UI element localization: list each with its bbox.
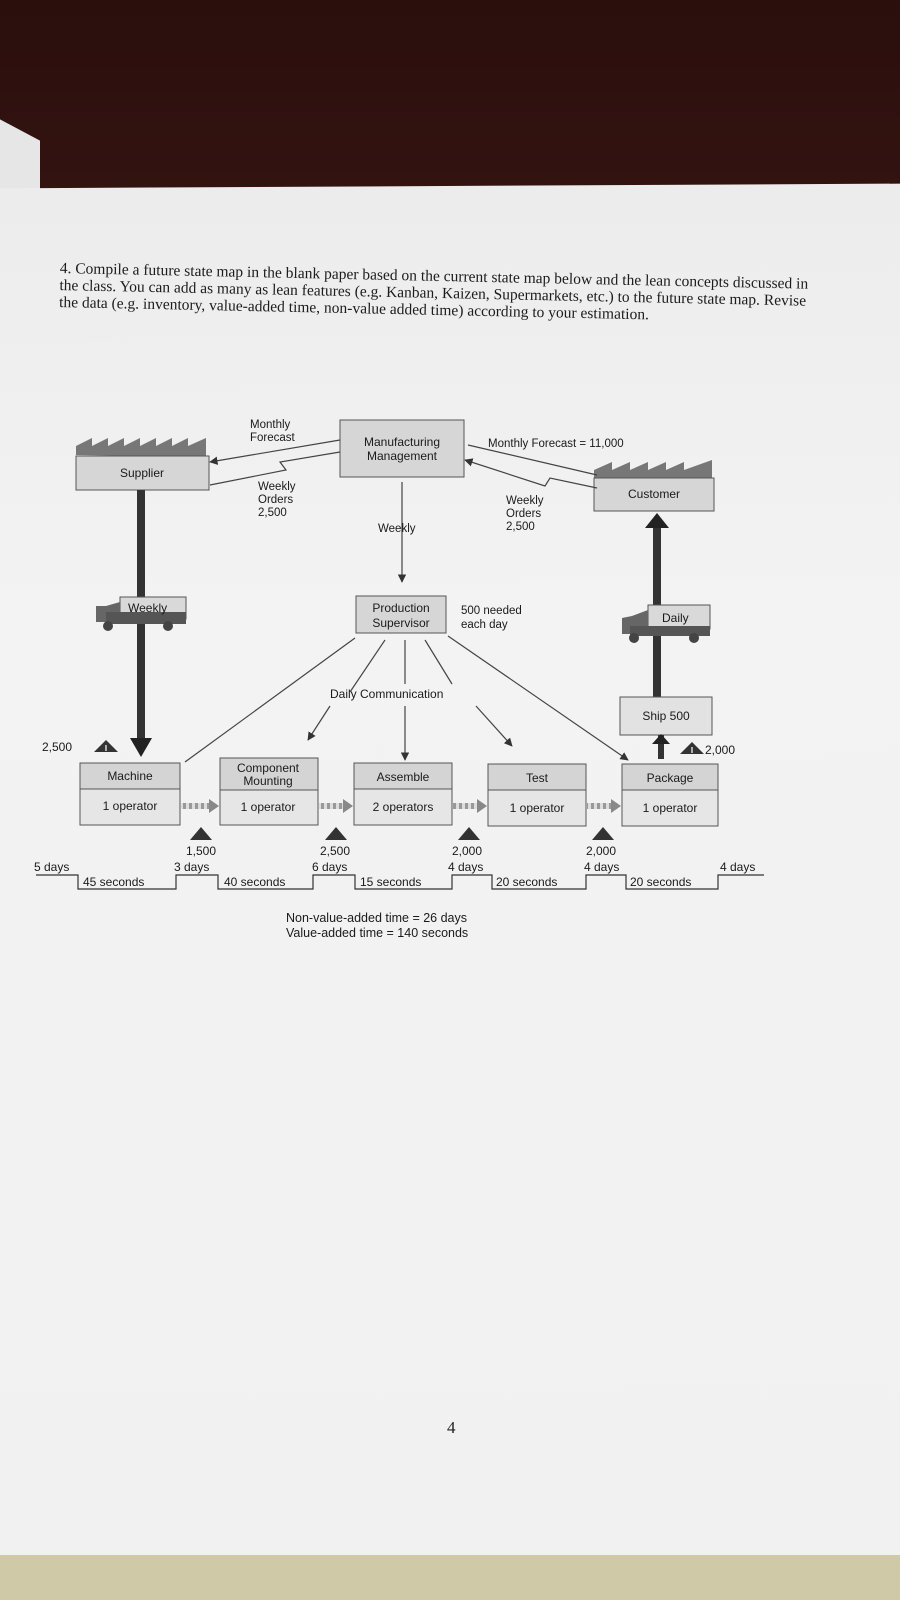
process-component-mounting: Component Mounting 1 operator <box>219 757 319 826</box>
process-name: Machine <box>107 769 153 783</box>
timeline-seconds-4: 20 seconds <box>496 875 557 889</box>
ship-arrow-head <box>652 734 670 744</box>
monthly-forecast-left-2: Forecast <box>250 432 296 444</box>
wip-inventory-3: 2,000 <box>452 844 482 858</box>
customer-label: Customer <box>628 487 680 501</box>
page-number: 4 <box>447 1418 456 1437</box>
process-name: Package <box>647 771 694 785</box>
process-operators: 1 operator <box>241 800 296 814</box>
information-flows <box>209 439 598 583</box>
svg-text:I: I <box>105 744 107 753</box>
process-name: Assemble <box>377 770 430 784</box>
process-machine: Machine 1 operator <box>79 762 181 826</box>
weekly-orders-right-3: 2,500 <box>506 521 535 533</box>
process-name: Component <box>237 761 300 775</box>
truck-icon-supplier <box>96 596 187 631</box>
weekly-orders-left-1: Weekly <box>258 481 296 493</box>
timeline-days-6: 4 days <box>720 860 755 874</box>
finished-inventory-label: 2,000 <box>705 743 735 757</box>
weekly-orders-left-2: Orders <box>258 494 293 506</box>
raw-inventory-label: 2,500 <box>42 740 72 754</box>
supervisor-label-1: Production <box>372 601 429 615</box>
timeline-seconds-2: 40 seconds <box>224 875 285 889</box>
push-arrows <box>181 799 621 813</box>
finished-inventory-triangle: I <box>680 742 704 755</box>
weekly-orders-right-1: Weekly <box>506 495 544 507</box>
weekly-schedule-label: Weekly <box>378 523 416 535</box>
process-name: Test <box>526 771 549 785</box>
timeline-days-4: 4 days <box>448 860 483 874</box>
process-operators: 1 operator <box>643 801 698 815</box>
needed-label-2: each day <box>461 619 508 631</box>
ship-box <box>619 696 713 736</box>
supervisor-box: Production Supervisor <box>355 595 447 634</box>
truck-icon-customer <box>622 604 711 643</box>
monthly-forecast-right: Monthly Forecast = 11,000 <box>488 438 624 450</box>
timeline-seconds-1: 45 seconds <box>83 875 144 889</box>
raw-inventory-triangle: I <box>94 740 118 753</box>
daily-communication-label: Daily Communication <box>330 687 443 701</box>
management-box: Manufacturing Management <box>339 419 465 478</box>
timeline-days-5: 4 days <box>584 860 619 874</box>
wip-inventory-1: 1,500 <box>186 844 216 858</box>
process-operators: 1 operator <box>103 799 158 813</box>
process-name-2: Mounting <box>243 774 292 788</box>
svg-text:I: I <box>691 746 693 755</box>
management-label-1: Manufacturing <box>364 435 440 449</box>
weekly-orders-right-2: Orders <box>506 508 541 520</box>
table-edge <box>0 1555 900 1600</box>
truck-customer-label: Daily <box>662 611 689 625</box>
management-label-2: Management <box>367 449 438 463</box>
wip-inventory-2: 2,500 <box>320 844 350 858</box>
timeline-seconds-5: 20 seconds <box>630 875 691 889</box>
timeline-days-2: 3 days <box>174 860 209 874</box>
wip-inventory-4: 2,000 <box>586 844 616 858</box>
supplier-factory: Supplier <box>75 438 210 491</box>
needed-label-1: 500 needed <box>461 605 522 617</box>
timeline-days-1: 5 days <box>34 860 69 874</box>
timeline-days-3: 6 days <box>312 860 347 874</box>
process-test: Test 1 operator <box>487 763 587 827</box>
customer-factory: Customer <box>593 460 715 512</box>
weekly-orders-left-3: 2,500 <box>258 507 287 519</box>
timeline-seconds-3: 15 seconds <box>360 875 421 889</box>
supervisor-label-2: Supervisor <box>372 616 429 630</box>
daily-communication-lines <box>184 635 629 763</box>
summary-non-value-added: Non-value-added time = 26 days <box>286 911 467 925</box>
truck-supplier-label: Weekly <box>128 601 167 615</box>
process-operators: 1 operator <box>510 801 565 815</box>
process-assemble: Assemble 2 operators <box>353 762 453 826</box>
timeline-line <box>36 874 764 890</box>
supplier-label: Supplier <box>120 466 164 480</box>
wip-inventory-triangles <box>190 827 614 840</box>
process-operators: 2 operators <box>373 800 434 814</box>
ship-label: Ship 500 <box>642 709 690 723</box>
process-package: Package 1 operator <box>621 763 719 827</box>
ship-arrow-shaft <box>658 735 664 759</box>
monthly-forecast-left-1: Monthly <box>250 419 291 431</box>
summary-value-added: Value-added time = 140 seconds <box>286 926 468 940</box>
